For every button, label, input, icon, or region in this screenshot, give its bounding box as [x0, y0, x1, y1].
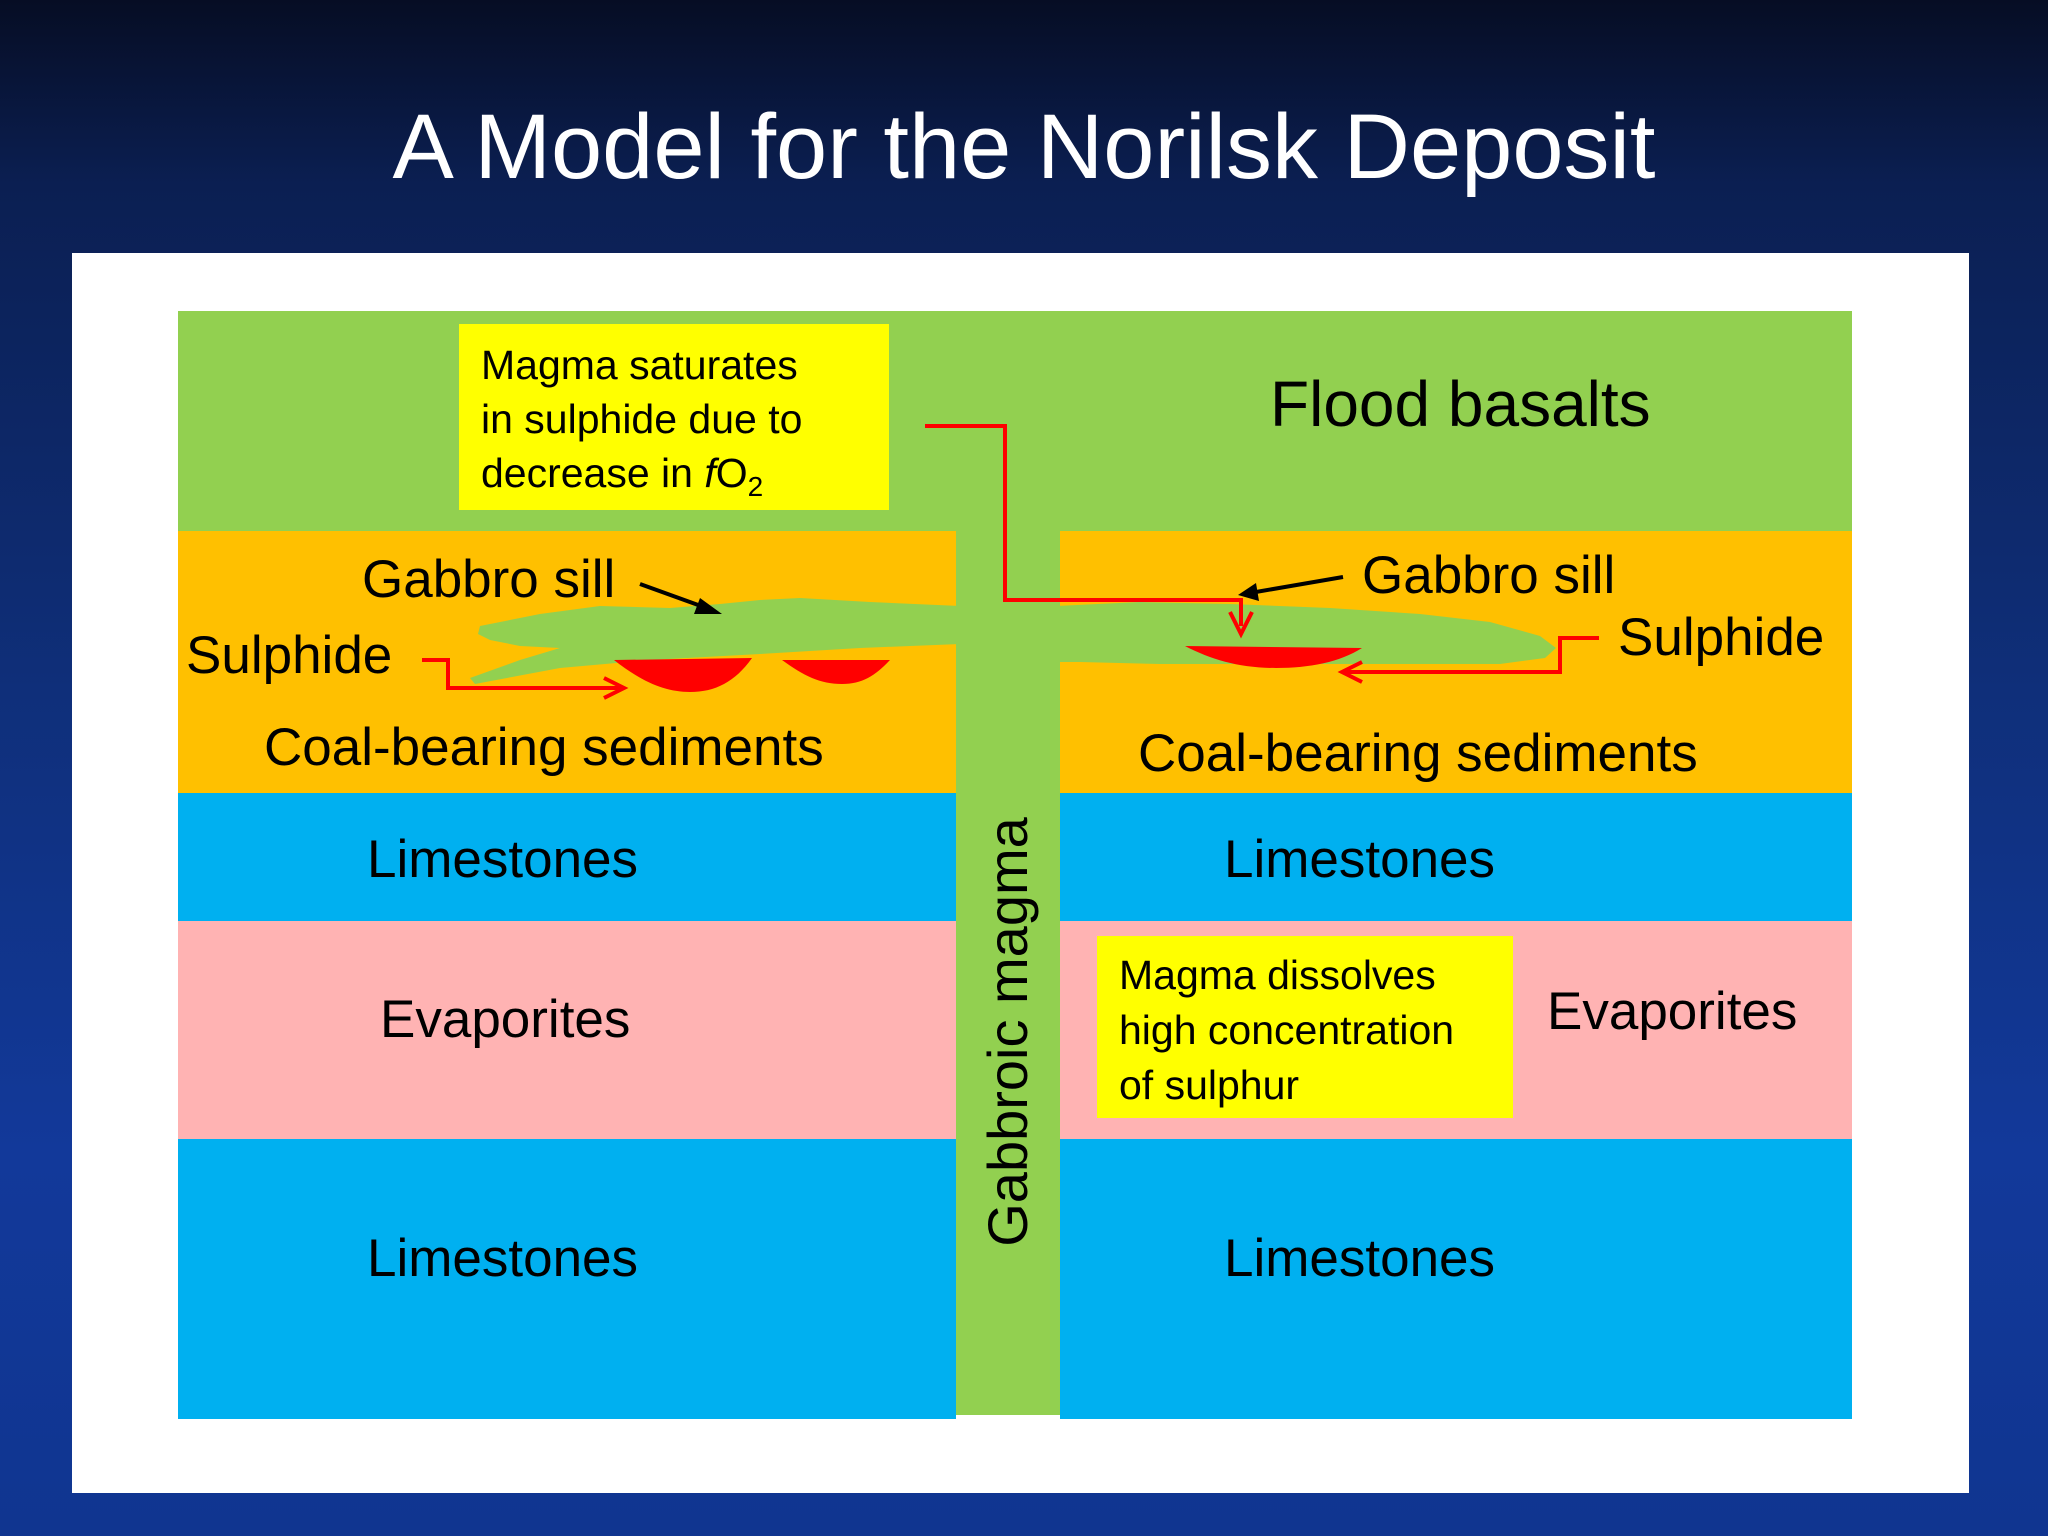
callout-saturation-line3-prefix: decrease in — [481, 450, 705, 496]
label-limestones-upper-left: Limestones — [367, 830, 639, 889]
callout-dissolution-line3: of sulphur — [1119, 1062, 1300, 1108]
gabbro-sill-right — [1056, 602, 1556, 664]
limestone-layer-upper-left — [178, 793, 956, 921]
label-limestones-lower-right: Limestones — [1224, 1229, 1496, 1288]
label-sulphide-left: Sulphide — [186, 626, 393, 685]
label-evaporites-right: Evaporites — [1547, 982, 1798, 1041]
callout-saturation-line1: Magma saturates — [481, 342, 798, 388]
saturation-arrow — [925, 424, 1243, 626]
sulphide-right-arrowhead — [1337, 660, 1363, 684]
sulphide-pool-left-1 — [614, 658, 752, 692]
gabbro-sill-right-arrow — [1249, 575, 1344, 595]
gabbro-sill-left-arrowhead — [694, 598, 722, 614]
sulphide-left-arrowhead — [603, 676, 629, 700]
sulphide-pool-right — [1185, 646, 1362, 668]
gabbro-sill-right-arrowhead — [1238, 583, 1259, 601]
sulphide-left-arrow — [422, 658, 620, 690]
limestone-layer-lower-left — [178, 1139, 956, 1419]
label-coal-sediments-left: Coal-bearing sediments — [264, 718, 824, 777]
label-gabbro-sill-right: Gabbro sill — [1362, 546, 1616, 605]
label-limestones-lower-left: Limestones — [367, 1229, 639, 1288]
label-coal-sediments-right: Coal-bearing sediments — [1138, 724, 1698, 783]
label-gabbroic-magma: Gabbroic magma — [976, 817, 1039, 1247]
callout-dissolution-line2: high concentration — [1119, 1007, 1455, 1053]
label-limestones-upper-right: Limestones — [1224, 830, 1496, 889]
callout-saturation-line2: in sulphide due to — [481, 396, 803, 442]
callout-saturation-line3: decrease in fO2 — [481, 446, 889, 514]
sulphide-right-arrow — [1346, 636, 1599, 674]
limestone-layer-upper-right — [1060, 793, 1852, 921]
label-evaporites-left: Evaporites — [380, 990, 631, 1049]
fugacity-symbol: f — [704, 450, 716, 496]
saturation-arrowhead — [1228, 611, 1254, 639]
limestone-layer-lower-right — [1060, 1139, 1852, 1419]
magma-conduit — [956, 311, 1060, 1415]
label-flood-basalts: Flood basalts — [1270, 368, 1651, 440]
callout-sulphide-saturation: Magma saturates in sulphide due to decre… — [459, 324, 889, 510]
oxygen-symbol: O — [715, 450, 748, 496]
callout-dissolution-line1: Magma dissolves — [1119, 952, 1436, 998]
gabbro-sill-left — [470, 598, 960, 684]
evaporite-layer-left — [178, 921, 956, 1139]
slide-title: A Model for the Norilsk Deposit — [392, 96, 1656, 198]
label-sulphide-right: Sulphide — [1618, 608, 1825, 667]
callout-sulphur-dissolution: Magma dissolves high concentration of su… — [1097, 936, 1513, 1118]
label-gabbro-sill-left: Gabbro sill — [362, 550, 616, 609]
oxygen-subscript: 2 — [747, 471, 764, 503]
sulphide-pool-left-2 — [782, 660, 890, 684]
